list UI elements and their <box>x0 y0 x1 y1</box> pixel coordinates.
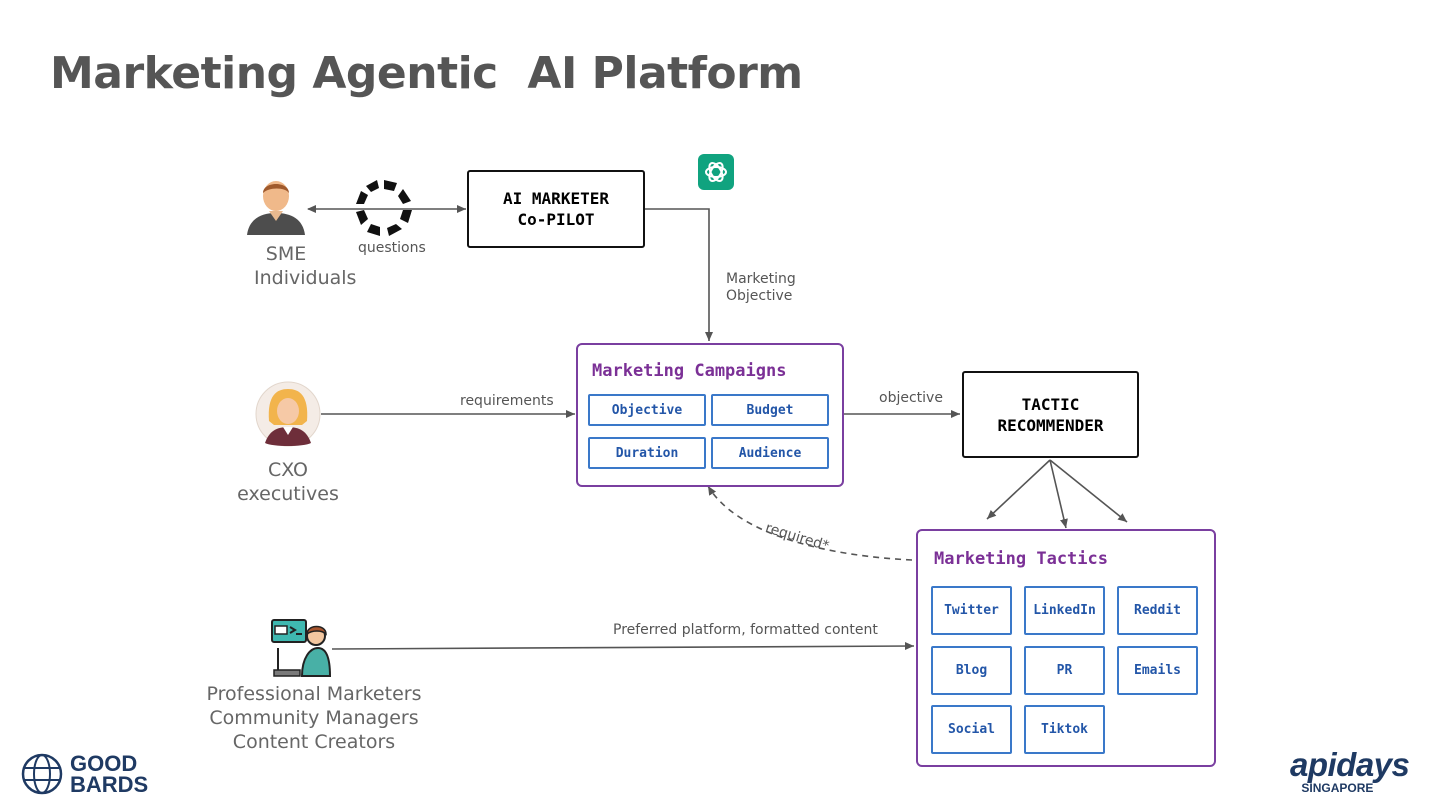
edge-copilot-campaigns <box>645 208 713 341</box>
tactic-recommender-box[interactable]: TACTIC RECOMMENDER <box>962 371 1139 458</box>
edge-label-objective: objective <box>879 390 943 406</box>
copilot-line-2: Co-PILOT <box>517 210 595 229</box>
edge-label-questions: questions <box>358 240 426 256</box>
recommender-line-2: RECOMMENDER <box>997 415 1104 435</box>
tactic-social[interactable]: Social <box>931 705 1012 754</box>
marketing-campaigns-box[interactable]: Marketing Campaigns Objective Budget Dur… <box>576 343 844 487</box>
campaigns-title: Marketing Campaigns <box>592 361 787 381</box>
recommender-line-1: TACTIC <box>1021 394 1080 414</box>
user-icon <box>245 177 307 241</box>
page-title: Marketing Agentic AI Platform <box>50 48 803 99</box>
campaign-field-budget[interactable]: Budget <box>711 394 829 426</box>
edge-recommender-tactics-1 <box>986 459 1051 520</box>
actor-label-sme: SME Individuals <box>254 243 357 289</box>
actor-label-professionals: Professional Marketers Community Manager… <box>206 683 422 753</box>
actor-label-cxo: CXO executives <box>237 459 339 505</box>
edge-tactics-campaigns-required <box>707 485 913 561</box>
campaign-field-audience[interactable]: Audience <box>711 437 829 469</box>
cycle-arrows-icon <box>353 177 415 243</box>
good-bards-logo: GOOD BARDS <box>20 752 148 796</box>
edge-recommender-tactics-3 <box>1049 459 1128 523</box>
apidays-logo: apidays SINGAPORE <box>1290 746 1410 795</box>
woman-avatar-icon <box>255 381 321 451</box>
marketing-tactics-box[interactable]: Marketing Tactics Twitter LinkedIn Reddi… <box>916 529 1216 767</box>
edge-label-marketing-objective: Marketing Objective <box>726 271 796 304</box>
tactic-blog[interactable]: Blog <box>931 646 1012 695</box>
edge-recommender-tactics-2 <box>1049 459 1068 529</box>
tactic-twitter[interactable]: Twitter <box>931 586 1012 635</box>
edge-label-preferred-platform: Preferred platform, formatted content <box>613 622 878 638</box>
globe-icon <box>21 753 63 795</box>
ai-marketer-copilot-box[interactable]: AI MARKETER Co-PILOT <box>467 170 645 248</box>
campaign-field-duration[interactable]: Duration <box>588 437 706 469</box>
marketer-at-desk-icon <box>270 618 332 684</box>
campaign-field-objective[interactable]: Objective <box>588 394 706 426</box>
edge-label-requirements: requirements <box>460 393 554 409</box>
copilot-line-1: AI MARKETER <box>503 189 609 208</box>
edge-pros-tactics <box>331 642 915 651</box>
tactics-title: Marketing Tactics <box>934 549 1108 569</box>
openai-icon <box>698 154 734 194</box>
tactic-reddit[interactable]: Reddit <box>1117 586 1198 635</box>
tactic-pr[interactable]: PR <box>1024 646 1105 695</box>
tactic-emails[interactable]: Emails <box>1117 646 1198 695</box>
tactic-tiktok[interactable]: Tiktok <box>1024 705 1105 754</box>
tactic-linkedin[interactable]: LinkedIn <box>1024 586 1105 635</box>
